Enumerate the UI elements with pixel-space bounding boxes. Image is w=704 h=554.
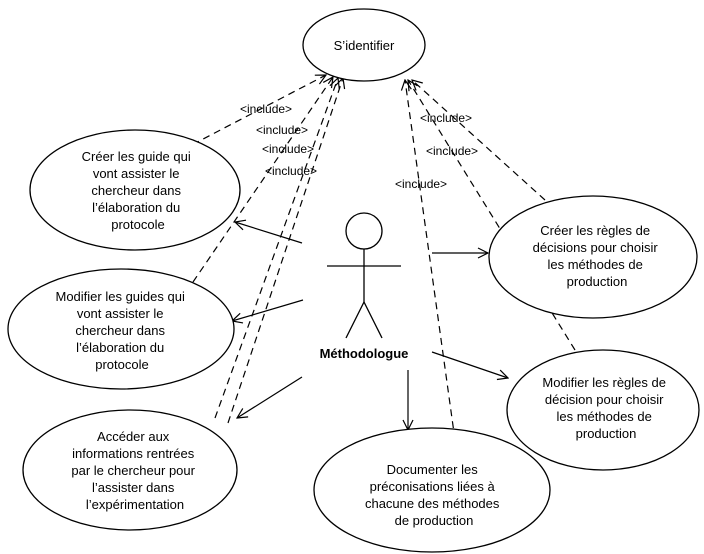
- include-labels: <include> <include> <include> <include> …: [240, 102, 478, 191]
- label-line: l’expérimentation: [86, 497, 184, 512]
- actor-name: Méthodologue: [320, 346, 409, 361]
- label-line: chercheur dans: [91, 183, 181, 198]
- label-line: protocole: [111, 217, 164, 232]
- include-label: <include>: [265, 164, 317, 178]
- actor-left-leg: [345, 301, 365, 339]
- label-line: Modifier les règles de: [542, 375, 666, 390]
- use-case-create-rules[interactable]: [488, 195, 698, 319]
- actor-associations: [232, 222, 508, 430]
- label-line: S’identifier: [334, 38, 395, 53]
- use-case-modify-rules-label: Modifier les règles de décision pour cho…: [542, 375, 669, 441]
- actor-right-leg: [363, 301, 383, 339]
- include-label: <include>: [395, 177, 447, 191]
- label-line: chacune des méthodes: [365, 496, 500, 511]
- use-case-access-info-label: Accéder aux informations rentrées par le…: [71, 429, 198, 512]
- include-label: <include>: [426, 144, 478, 158]
- label-line: décisions pour choisir: [533, 240, 659, 255]
- label-line: vont assister le: [93, 166, 180, 181]
- use-case-identify-label: S’identifier: [334, 38, 395, 53]
- label-line: les méthodes de: [556, 409, 651, 424]
- label-line: chercheur dans: [75, 323, 165, 338]
- use-case-modify-rules[interactable]: [506, 349, 700, 471]
- include-label: <include>: [240, 102, 292, 116]
- label-line: l’assister dans: [92, 480, 175, 495]
- association-modify-rules: [431, 351, 508, 378]
- label-line: l’élaboration du: [76, 340, 164, 355]
- use-case-identify[interactable]: [302, 8, 426, 82]
- label-line: de production: [395, 513, 474, 528]
- label-line: préconisations liées à: [370, 479, 496, 494]
- label-line: Accéder aux: [97, 429, 170, 444]
- label-line: Créer les guide qui: [82, 149, 191, 164]
- include-line-access-info-identify: [214, 78, 338, 419]
- actor-figure[interactable]: [327, 212, 401, 339]
- include-line-document-identify: [405, 80, 456, 441]
- use-case-modify-guides[interactable]: [7, 268, 235, 390]
- label-line: vont assister le: [77, 306, 164, 321]
- use-case-access-info[interactable]: [22, 409, 238, 531]
- use-case-create-rules-label: Créer les règles de décisions pour chois…: [533, 223, 662, 289]
- use-case-document-label: Documenter les préconisations liées à ch…: [365, 462, 503, 528]
- include-label: <include>: [262, 142, 314, 156]
- label-line: décision pour choisir: [545, 392, 664, 407]
- label-line: protocole: [95, 357, 148, 372]
- label-line: l’élaboration du: [92, 200, 180, 215]
- label-line: informations rentrées: [72, 446, 195, 461]
- use-case-modify-guides-label: Modifier les guides qui vont assister le…: [56, 289, 189, 372]
- association-create-guides: [235, 222, 303, 244]
- label-line: Modifier les guides qui: [56, 289, 185, 304]
- include-line-create-rules-identify: [412, 80, 546, 201]
- use-case-document[interactable]: [313, 427, 551, 553]
- use-cases: [7, 8, 700, 553]
- include-line-modify-guides-identify: [192, 77, 333, 283]
- label-line: les méthodes de: [547, 257, 642, 272]
- label-line: production: [576, 426, 637, 441]
- actor-head: [345, 212, 383, 250]
- label-line: Créer les règles de: [540, 223, 650, 238]
- include-label: <include>: [420, 111, 472, 125]
- label-line: par le chercheur pour: [71, 463, 195, 478]
- include-label: <include>: [256, 123, 308, 137]
- include-relations: [181, 75, 576, 441]
- label-line: production: [567, 274, 628, 289]
- use-case-create-guides[interactable]: [29, 129, 241, 251]
- label-line: Documenter les: [387, 462, 479, 477]
- association-access-info: [237, 376, 303, 418]
- include-line-access-info-identify-2: [227, 78, 343, 424]
- association-modify-guides: [232, 299, 304, 321]
- use-case-create-guides-label: Créer les guide qui vont assister le che…: [82, 149, 195, 232]
- include-line-create-guides-identify: [181, 75, 326, 151]
